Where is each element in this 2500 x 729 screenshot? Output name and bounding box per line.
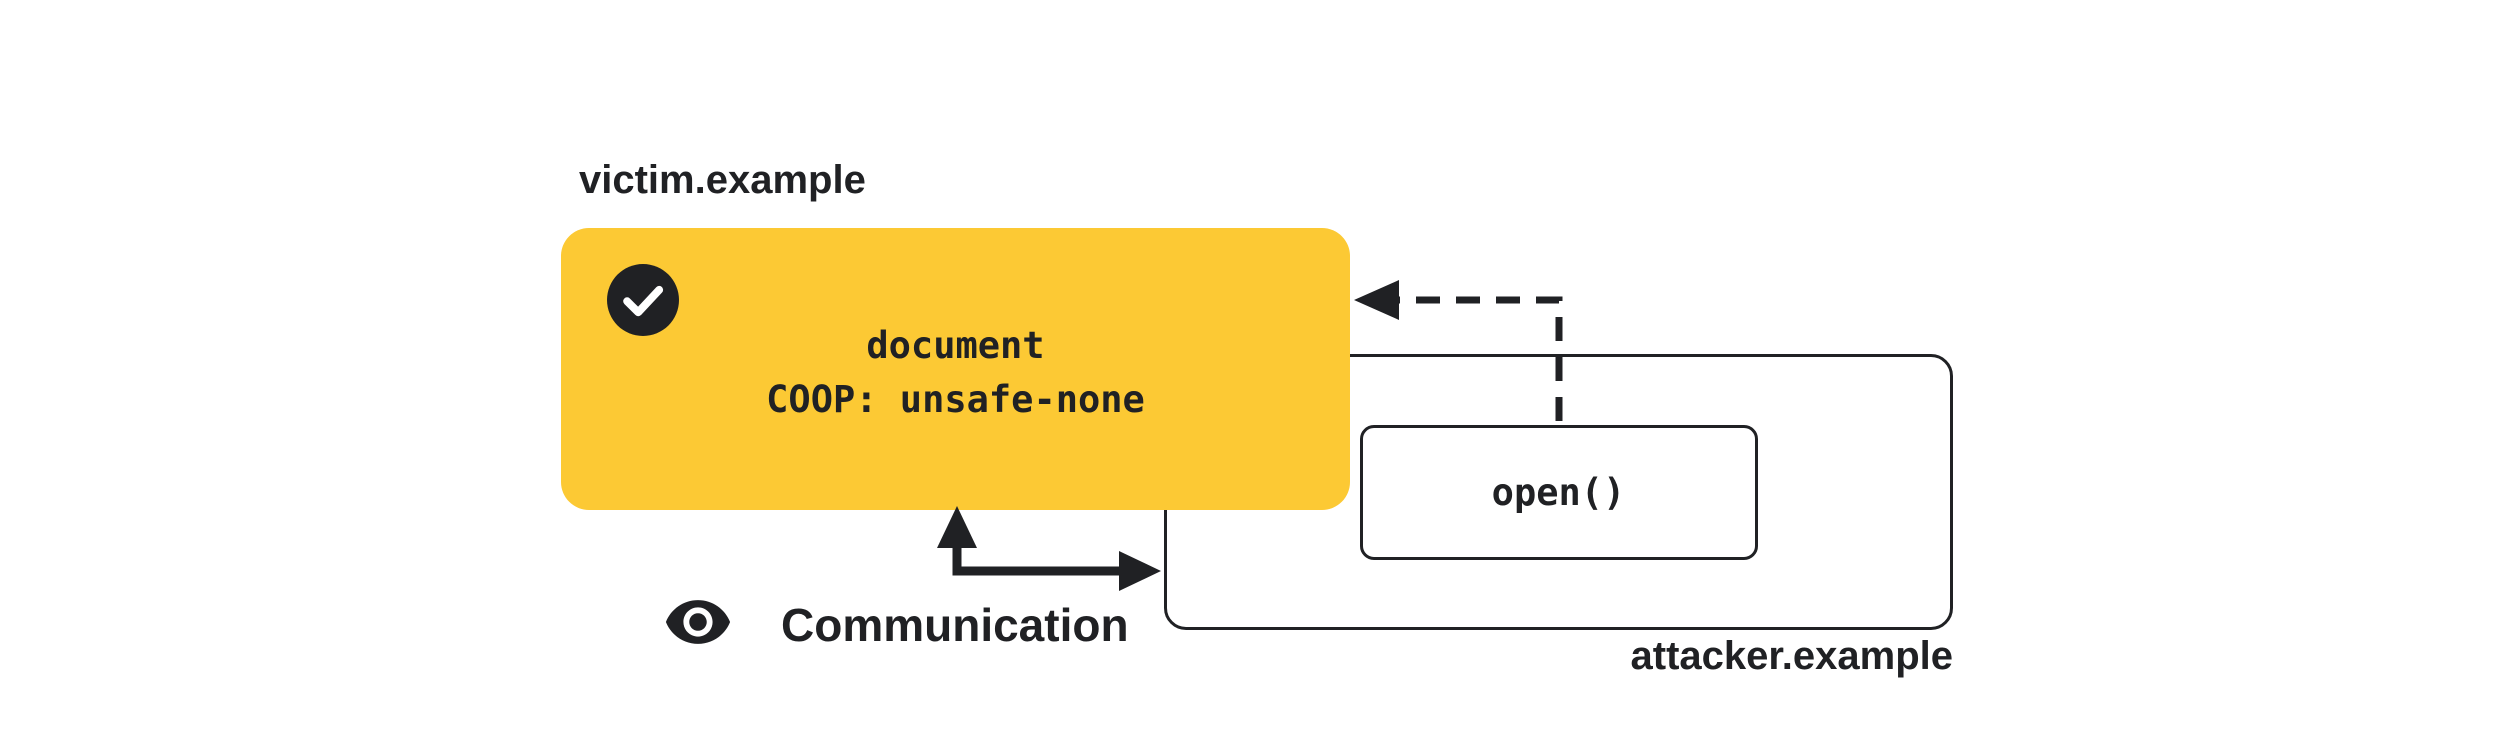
communication-arrow-head-up [937,506,977,548]
eye-icon [663,587,733,657]
check-circle-svg [607,264,679,336]
communication-arrow-line [952,544,1122,576]
open-call-box: open() [1359,424,1758,560]
communication-label: Communication [781,599,1129,651]
check-mark [623,285,664,317]
victim-domain-label: victim.example [579,158,866,202]
opener-dashed-arrow-head [1354,280,1399,320]
check-circle-bg [607,264,679,336]
communication-arrow-head-right [1119,551,1161,591]
document-label: document [866,324,1045,367]
eye-shape [665,600,731,644]
victim-document-box: document COOP: unsafe-none [561,228,1350,510]
check-circle-icon [607,264,679,336]
coop-policy-label: COOP: unsafe-none [766,378,1145,421]
attacker-domain-label: attacker.example [1630,634,1953,678]
open-call-label: open() [1491,470,1626,514]
victim-box-text: document COOP: unsafe-none [766,319,1145,427]
eye-svg [665,600,731,644]
